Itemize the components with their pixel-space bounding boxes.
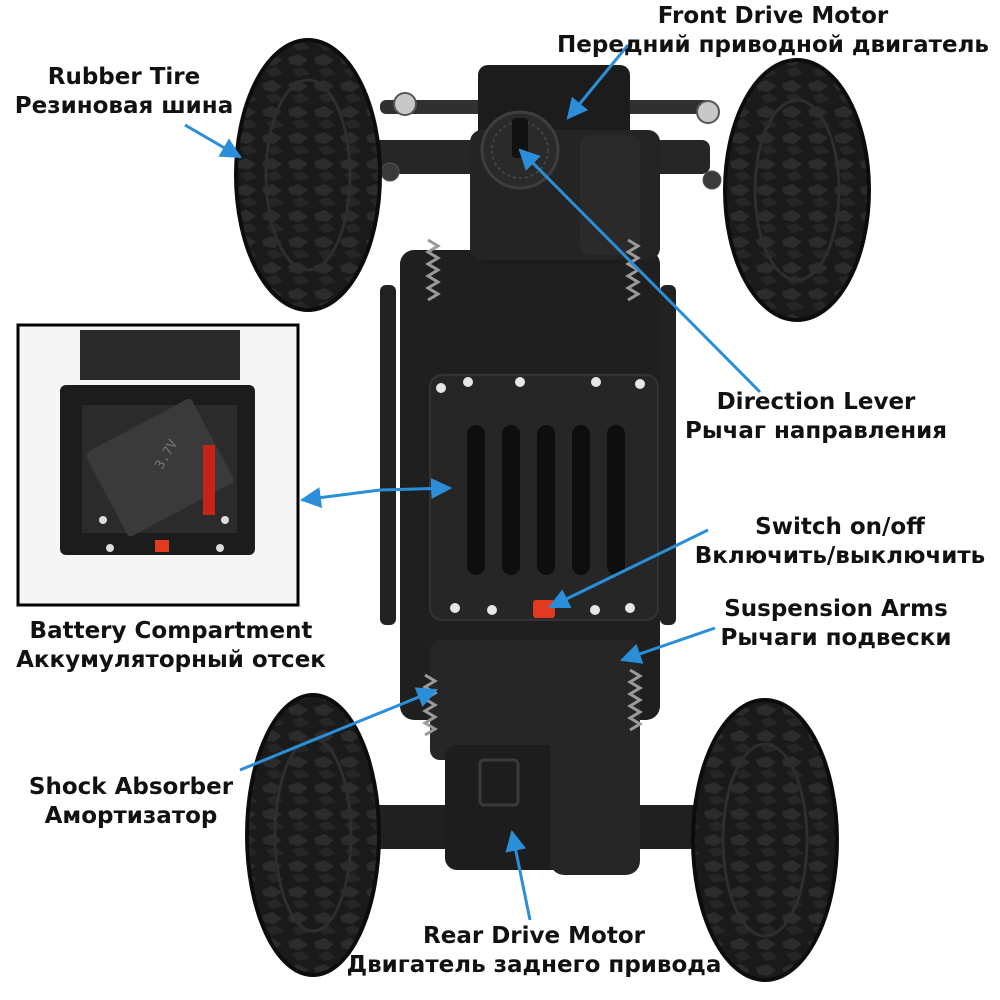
label-battery-compartment-ru: Аккумуляторный отсек	[16, 647, 326, 673]
arrow-rear-motor	[505, 829, 532, 921]
tire-front-right	[723, 58, 871, 322]
label-battery-compartment-en: Battery Compartment	[29, 618, 313, 644]
label-direction-lever-ru: Рычаг направления	[684, 418, 948, 444]
battery-cover	[429, 374, 659, 621]
label-switch-en: Switch on/off	[755, 514, 925, 540]
label-rubber-tire-ru: Резиновая шина	[14, 93, 234, 119]
label-front-drive-motor: Front Drive Motor Передний приводной дви…	[548, 2, 998, 60]
label-rear-drive-motor-en: Rear Drive Motor	[423, 923, 645, 949]
arrow-switch	[548, 528, 709, 609]
label-switch-ru: Включить/выключить	[694, 543, 986, 569]
arrow-shock	[239, 687, 438, 772]
arrow-suspension	[620, 626, 716, 664]
label-suspension-arms: Suspension Arms Рычаги подвески	[706, 595, 966, 653]
label-front-drive-motor-ru: Передний приводной двигатель	[557, 32, 989, 58]
label-shock-absorber-en: Shock Absorber	[28, 774, 234, 800]
label-rubber-tire-en: Rubber Tire	[47, 64, 201, 90]
label-shock-absorber: Shock Absorber Амортизатор	[16, 773, 246, 831]
battery-compartment-inset: 3.7V	[16, 323, 300, 607]
rear-drive-motor	[445, 735, 640, 875]
arrow-front-motor	[566, 44, 630, 120]
label-rear-drive-motor: Rear Drive Motor Двигатель заднего приво…	[334, 922, 734, 980]
tire-front-left	[234, 38, 382, 312]
label-front-drive-motor-en: Front Drive Motor	[657, 3, 889, 29]
arrow-battery-left	[299, 487, 381, 509]
power-switch	[533, 600, 555, 618]
label-shock-absorber-ru: Амортизатор	[44, 803, 218, 829]
tire-rear-right	[691, 698, 839, 982]
arrow-direction-lever	[518, 148, 762, 394]
label-switch: Switch on/off Включить/выключить	[680, 513, 1000, 571]
arrow-battery-right	[379, 478, 453, 500]
arrow-rubber-tire	[184, 123, 242, 159]
label-rear-drive-motor-ru: Двигатель заднего привода	[346, 952, 722, 978]
label-battery-compartment: Battery Compartment Аккумуляторный отсек	[6, 617, 336, 675]
callout-arrows	[184, 44, 762, 921]
front-drive-motor	[470, 65, 660, 265]
tire-rear-left	[245, 693, 381, 977]
label-suspension-arms-en: Suspension Arms	[724, 596, 948, 622]
label-direction-lever: Direction Lever Рычаг направления	[676, 388, 956, 446]
label-direction-lever-en: Direction Lever	[716, 389, 916, 415]
label-rubber-tire: Rubber Tire Резиновая шина	[4, 63, 244, 121]
label-suspension-arms-ru: Рычаги подвески	[720, 625, 952, 651]
